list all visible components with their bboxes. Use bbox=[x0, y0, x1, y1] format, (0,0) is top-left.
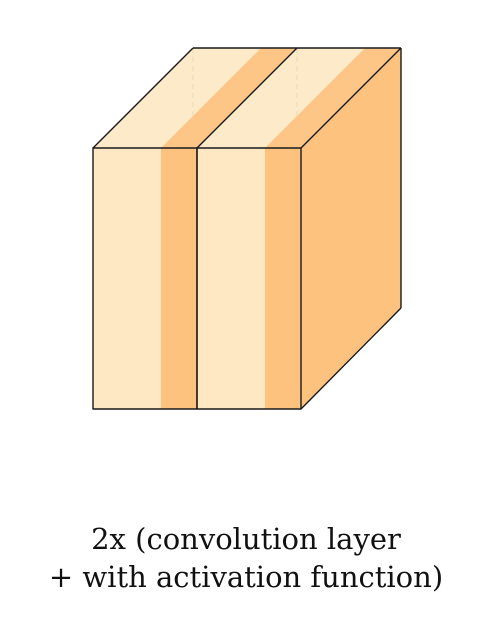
slab-2-front-outline bbox=[196, 147, 302, 410]
edge-top-left-diagonal bbox=[92, 47, 194, 149]
convolution-block-diagram bbox=[92, 47, 402, 410]
caption-line-1: 2x (convolution layer bbox=[91, 522, 401, 556]
slab-1-top-activation-strip bbox=[161, 48, 297, 148]
slab-2-side-face bbox=[301, 48, 401, 409]
edge-top-right-diagonal bbox=[300, 47, 402, 149]
visible-edges bbox=[92, 47, 402, 410]
caption-line-2: + with activation function) bbox=[48, 560, 444, 594]
edge-top-mid-diagonal bbox=[196, 47, 298, 149]
slab-2-activation-strip bbox=[265, 148, 301, 409]
slab-2-top-activation-strip bbox=[265, 48, 401, 148]
conv-layer-slab-1 bbox=[93, 48, 297, 409]
diagram-caption: 2x (convolution layer + with activation … bbox=[0, 520, 492, 596]
edge-bottom-right-diagonal bbox=[300, 307, 402, 410]
conv-layer-slab-2 bbox=[197, 48, 401, 409]
slab-1-activation-strip bbox=[161, 148, 197, 409]
